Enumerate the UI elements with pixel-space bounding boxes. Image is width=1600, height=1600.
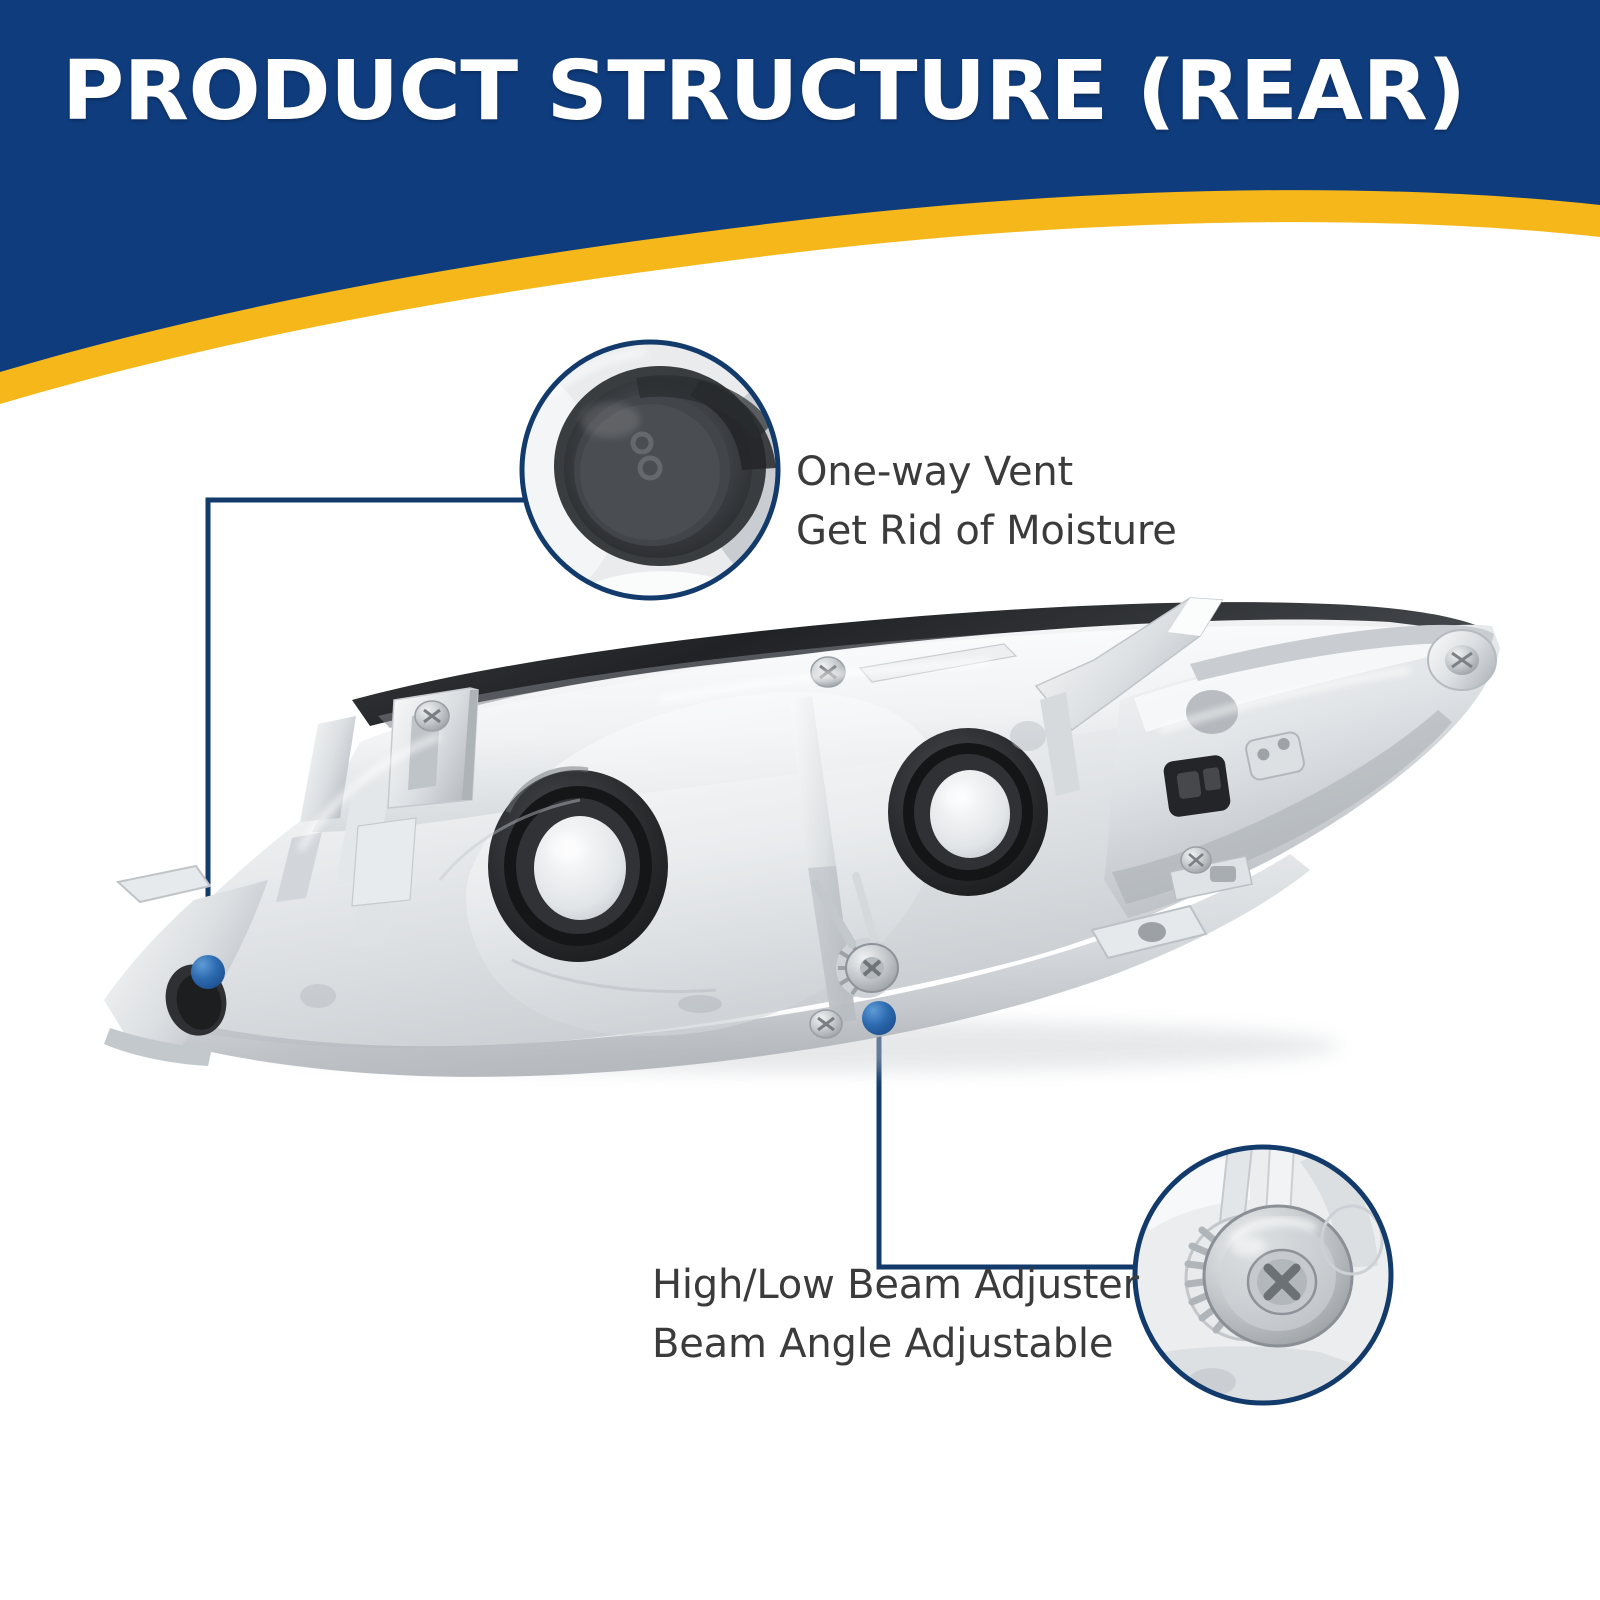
beam-inset-border (1132, 1144, 1394, 1406)
housing-screw-right-tail (1180, 846, 1212, 874)
rib-block-tall-face (462, 690, 478, 800)
callout-markers (191, 955, 896, 1035)
phillips-cross (1263, 1263, 1301, 1301)
rib-block-short (351, 817, 417, 907)
bulb-socket-left (488, 766, 668, 962)
left-tip-under-lip (104, 1028, 212, 1066)
headlight-assembly (104, 597, 1500, 1077)
tail-mount-boss (1427, 629, 1497, 691)
housing-lower-apron (142, 854, 1310, 1077)
tail-rim (1190, 624, 1494, 681)
vent-inset-border (519, 339, 781, 601)
housing-screw-lower (809, 1009, 843, 1039)
lens-rim-top (352, 602, 1478, 726)
upper-bracket-leg (1040, 692, 1080, 796)
adjuster-rod-a (811, 879, 857, 949)
header-banner (0, 0, 1600, 404)
leader-line-vent (205, 497, 525, 975)
leader-lines (205, 497, 1140, 1270)
adjuster-rod-b (852, 872, 878, 942)
leader-line-beam (876, 1015, 1140, 1270)
callout-one-way-vent: One-way Vent Get Rid of Moisture (796, 443, 1177, 561)
beam-adjuster-on-housing (836, 938, 899, 998)
lower-mounting-tab-right (1090, 904, 1208, 960)
adjuster-gear-teeth (1184, 1226, 1229, 1334)
callout-beam-line2: Beam Angle Adjustable (652, 1321, 1114, 1367)
callout-vent-line2: Get Rid of Moisture (796, 508, 1177, 554)
upper-bracket-arm-edge (1168, 598, 1222, 636)
marker-dot-vent (191, 955, 225, 989)
electrical-connector-black (1163, 755, 1231, 817)
marker-dot-beam (862, 1001, 896, 1035)
vent-detail-inset (519, 339, 781, 601)
left-mounting-ear (115, 864, 212, 904)
housing-surface-details (300, 721, 1046, 1013)
header-background (0, 0, 1600, 372)
beam-adjuster-detail-inset (1132, 1144, 1394, 1406)
housing-screw-top-left (414, 700, 450, 732)
housing-highlights (297, 658, 1411, 852)
electrical-connector-gray (1245, 731, 1305, 781)
vent-cap-marking (630, 431, 663, 481)
bulb-socket-right (888, 728, 1048, 896)
callout-beam-line1: High/Low Beam Adjuster (652, 1262, 1139, 1308)
callout-beam-adjuster: High/Low Beam Adjuster Beam Angle Adjust… (652, 1256, 1139, 1374)
callout-vent-line1: One-way Vent (796, 449, 1073, 495)
lower-mounting-tab-mid (1169, 855, 1253, 901)
